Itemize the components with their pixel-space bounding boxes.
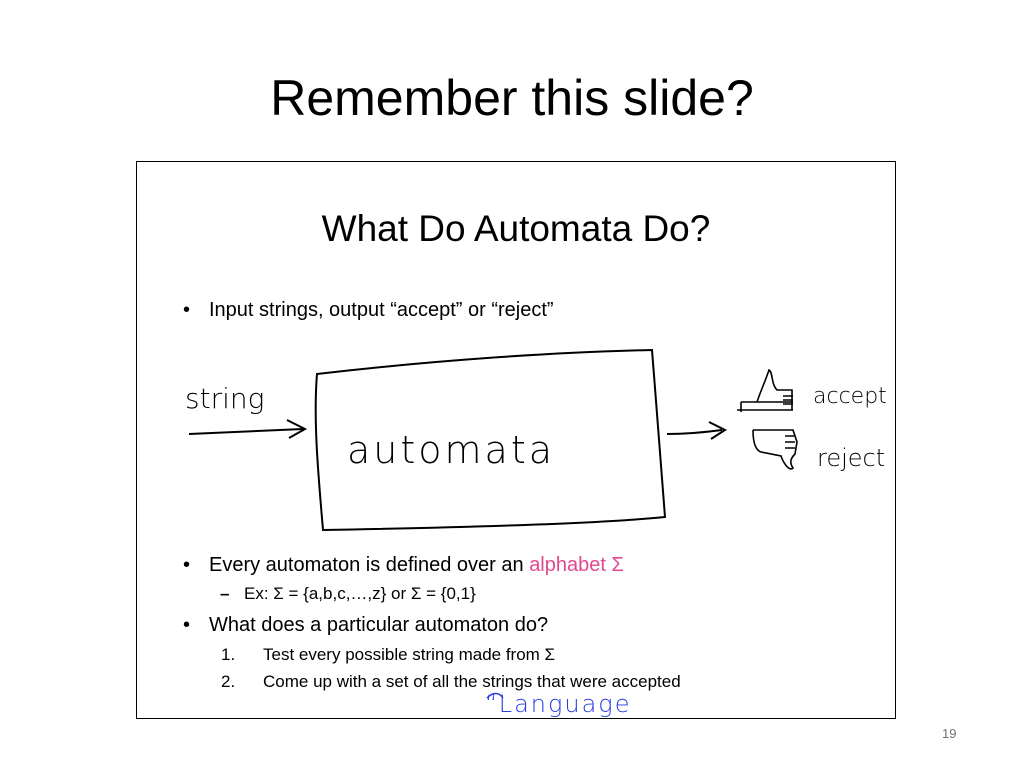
inner-slide-title: What Do Automata Do? (321, 208, 711, 249)
reject-label: reject (817, 444, 886, 472)
step-text: Come up with a set of all the strings th… (263, 672, 681, 691)
sub-bullet-example: – Ex: Σ = {a,b,c,…,z} or Σ = {0,1} (220, 583, 476, 605)
language-note: “Language (485, 690, 632, 718)
bullet-text: What does a particular automaton do? (209, 614, 549, 636)
output-arrow (666, 429, 723, 435)
alphabet-highlight: alphabet Σ (529, 554, 624, 576)
input-arrow (188, 428, 304, 435)
bullet-text: Input strings, output “accept” or “rejec… (209, 299, 554, 321)
string-label: string (185, 382, 265, 415)
embedded-slide: What Do Automata Do? • Input strings, ou… (136, 161, 896, 719)
bullet-icon: • (183, 614, 191, 636)
step-1: 1. Test every possible string made from … (221, 644, 556, 666)
dash-icon: – (220, 584, 230, 603)
sub-bullet-text: Ex: Σ = {a,b,c,…,z} or Σ = {0,1} (244, 584, 476, 603)
output-arrowhead (708, 421, 728, 440)
step-number: 1. (221, 645, 236, 664)
step-text: Test every possible string made from Σ (263, 645, 556, 664)
bullet-icon: • (183, 554, 191, 576)
thumbs-down-icon (752, 429, 798, 470)
automata-label: automata (347, 428, 556, 472)
bullet-text: Every automaton is defined over an (209, 554, 530, 576)
step-number: 2. (221, 672, 236, 691)
slide-title: Remember this slide? (270, 70, 754, 126)
bullet-icon: • (183, 299, 191, 321)
bullet-question: • What does a particular automaton do? (183, 612, 549, 638)
page-number: 19 (942, 726, 957, 741)
accept-label: accept (813, 384, 887, 409)
step-2: 2. Come up with a set of all the strings… (221, 671, 681, 693)
bullet-input-output: • Input strings, output “accept” or “rej… (183, 297, 554, 323)
thumbs-up-icon (737, 368, 793, 412)
input-arrowhead (286, 419, 308, 439)
bullet-alphabet: • Every automaton is defined over an alp… (183, 552, 624, 578)
